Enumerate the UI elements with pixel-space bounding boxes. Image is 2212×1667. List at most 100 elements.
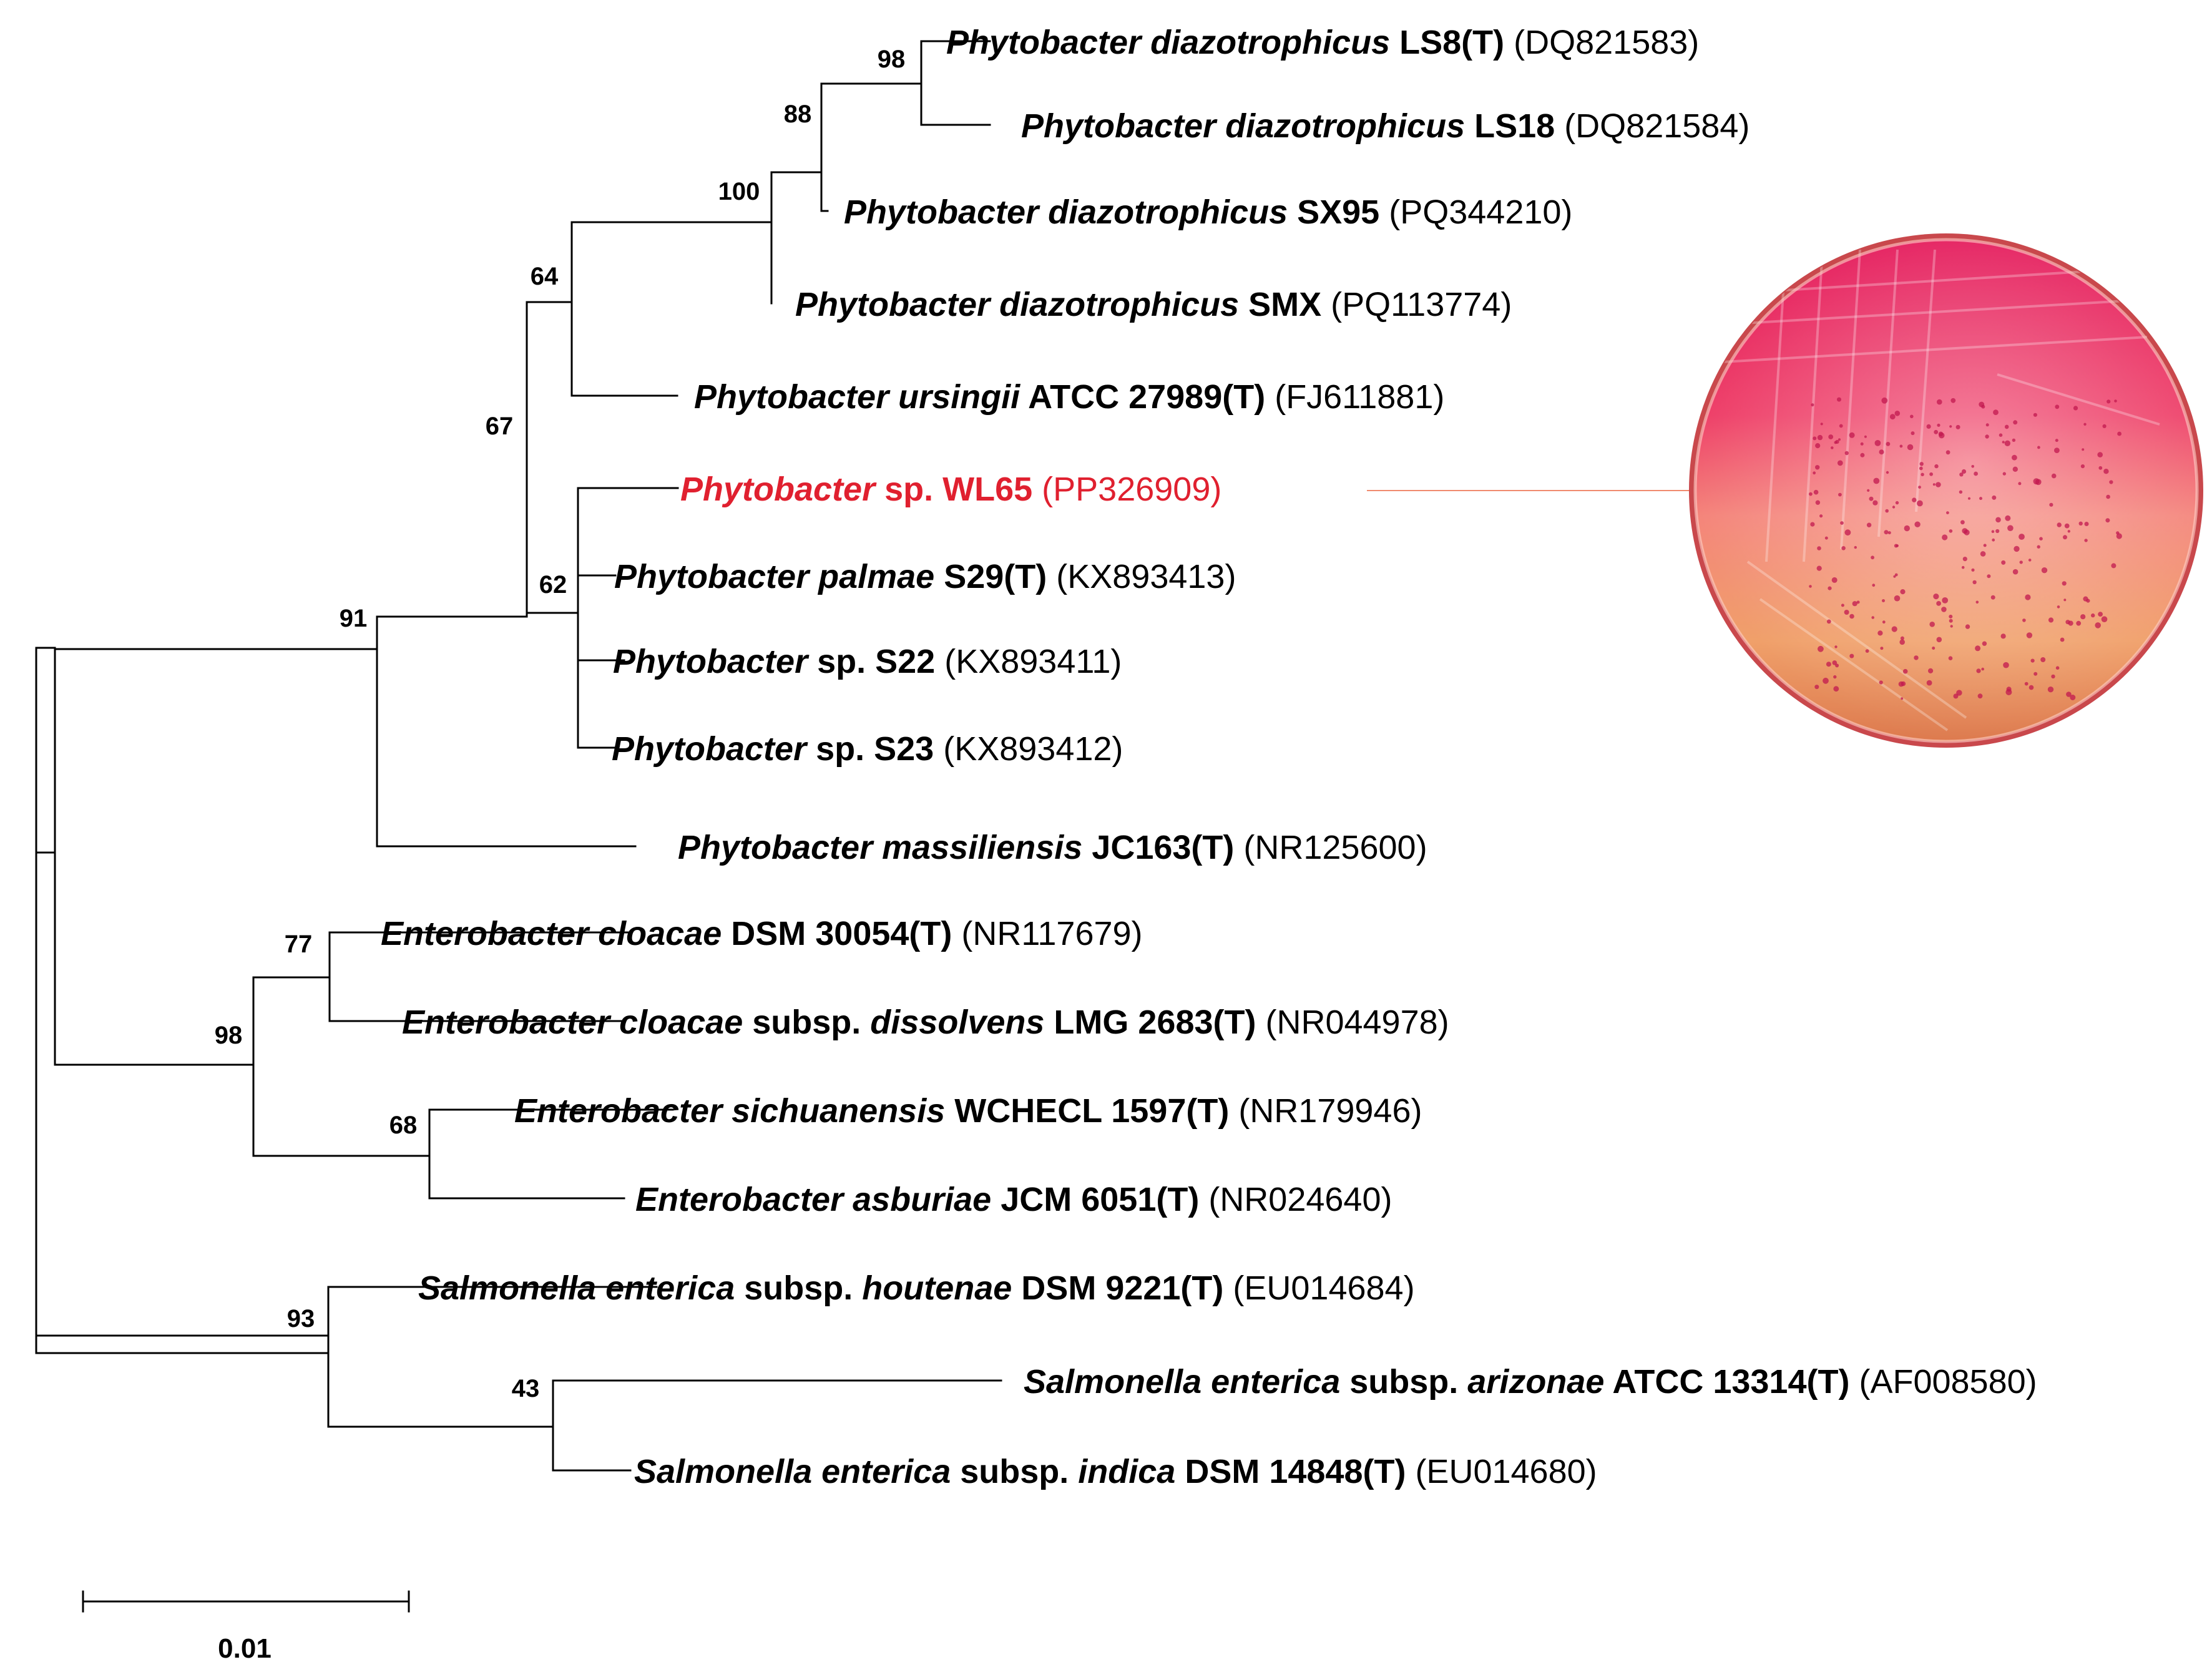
taxon-label-part: (KX893411) (935, 643, 1122, 680)
taxon-label-part: (NR179946) (1229, 1092, 1422, 1130)
taxon-label-part: LS8(T) (1390, 24, 1504, 61)
taxon-labels: Phytobacter diazotrophicus LS8(T) (DQ821… (381, 24, 2037, 1490)
colony-dot (1990, 595, 1995, 600)
taxon-label-part: (NR117679) (952, 915, 1142, 952)
taxon-label-part: subsp. (951, 1453, 1078, 1490)
colony-dot (1884, 530, 1889, 535)
colony-dot (1902, 668, 1908, 674)
colony-dot (1834, 645, 1838, 648)
colony-dot (1898, 681, 1904, 687)
colony-dot (1879, 449, 1884, 455)
colony-dot (1999, 433, 2003, 437)
colony-dot (2055, 439, 2058, 442)
taxon-label-t0: Phytobacter diazotrophicus LS8(T) (DQ821… (946, 24, 1699, 61)
colony-dot (1950, 398, 1956, 403)
colony-dot (2095, 622, 2101, 628)
colony-dot (2064, 523, 2070, 529)
taxon-label-t1: Phytobacter diazotrophicus LS18 (DQ82158… (1021, 107, 1750, 145)
colony-dot (1886, 471, 1889, 474)
colony-dot (2012, 466, 2018, 472)
taxon-label-part: (EU014684) (1223, 1269, 1414, 1307)
colony-dot (1918, 486, 1921, 489)
taxon-label-part: DSM 30054(T) (722, 915, 952, 952)
colony-dot (1992, 538, 1995, 542)
colony-dot (2105, 518, 2110, 523)
colony-dot (1833, 686, 1839, 692)
taxon-label-part: (DQ821584) (1555, 107, 1750, 145)
colony-dot (1841, 546, 1846, 550)
colony-dot (2001, 560, 2006, 565)
colony-dot (2067, 530, 2070, 533)
colony-dot (1841, 604, 1844, 607)
colony-dot (2005, 515, 2011, 521)
colony-dot (1934, 429, 1939, 434)
colony-dot (1971, 568, 1975, 572)
colony-dot (1936, 601, 1942, 606)
colony-dot (1871, 616, 1874, 619)
colony-dot (1815, 443, 1821, 449)
colony-dot (1819, 514, 1823, 518)
colony-dot (2109, 480, 2113, 484)
colony-dot (1815, 465, 1820, 470)
colony-dot (1967, 497, 1971, 500)
colony-dot (2004, 440, 2010, 446)
colony-dot (1813, 471, 1816, 475)
colony-dot (2033, 413, 2037, 417)
colony-dot (1840, 521, 1844, 525)
colony-dot (2057, 605, 2060, 609)
taxon-label-t16: Salmonella enterica subsp. indica DSM 14… (634, 1453, 1597, 1490)
colony-dot (1809, 585, 1812, 588)
taxon-label-part: Phytobacter (612, 730, 808, 768)
colony-dot (1872, 584, 1876, 587)
taxon-label-part: SMX (1239, 286, 1321, 323)
colony-dot (2107, 399, 2111, 404)
colony-dot (1871, 555, 1875, 560)
taxon-label-part: Phytobacter diazotrophicus (844, 193, 1288, 231)
colony-dot (1929, 472, 1934, 476)
taxon-label-part: subsp. (735, 1269, 862, 1307)
colony-dot (1895, 501, 1899, 505)
taxon-label-part: dissolvens (870, 1004, 1044, 1041)
taxon-label-part: subsp. (1340, 1363, 1467, 1401)
colony-dot (1945, 450, 1950, 455)
colony-dot (2078, 521, 2083, 526)
colony-dot (2054, 447, 2060, 453)
colony-dot (1816, 565, 1822, 571)
colony-dot (2030, 658, 2035, 663)
colony-dot (1832, 660, 1838, 665)
colony-dot (2091, 613, 2095, 618)
scale-bar-label: 0.01 (218, 1633, 272, 1664)
taxon-label-part: (PP326909) (1032, 471, 1221, 508)
colony-dot (2039, 537, 2043, 540)
taxon-label-part: (PQ344210) (1379, 193, 1572, 231)
colony-dot (1995, 517, 2001, 523)
colony-dot (1849, 614, 1854, 619)
colony-dot (1831, 446, 1834, 449)
colony-dot (1864, 435, 1867, 438)
colony-dot (1949, 425, 1952, 428)
taxon-label-t9: Phytobacter massiliensis JC163(T) (NR125… (678, 829, 1427, 866)
colony-dot (2098, 466, 2103, 470)
colony-dot (1985, 434, 1989, 439)
taxon-label-part: (KX893412) (934, 730, 1123, 768)
colony-dot (2083, 423, 2087, 426)
colony-dot (1893, 575, 1896, 578)
taxon-label-part: DSM 9221(T) (1012, 1269, 1223, 1307)
colony-dot (2103, 469, 2109, 474)
colony-dot (2051, 473, 2057, 479)
colony-dot (1810, 522, 1815, 527)
taxon-label-part: (NR024640) (1199, 1181, 1392, 1218)
taxon-label-part: (FJ611881) (1265, 378, 1444, 416)
colony-dot (2033, 672, 2038, 676)
colony-dot (1815, 500, 1821, 505)
taxon-label-t2: Phytobacter diazotrophicus SX95 (PQ34421… (844, 193, 1572, 231)
colony-dot (1894, 411, 1901, 416)
colony-dot (1912, 497, 1917, 502)
colony-dot (1949, 614, 1953, 618)
colony-dot (1833, 675, 1837, 679)
colony-dot (2106, 494, 2110, 499)
colony-dot (1949, 529, 1953, 533)
colony-dot (2000, 633, 2006, 639)
colony-dot (1976, 668, 1981, 673)
colony-dot (1914, 655, 1919, 660)
